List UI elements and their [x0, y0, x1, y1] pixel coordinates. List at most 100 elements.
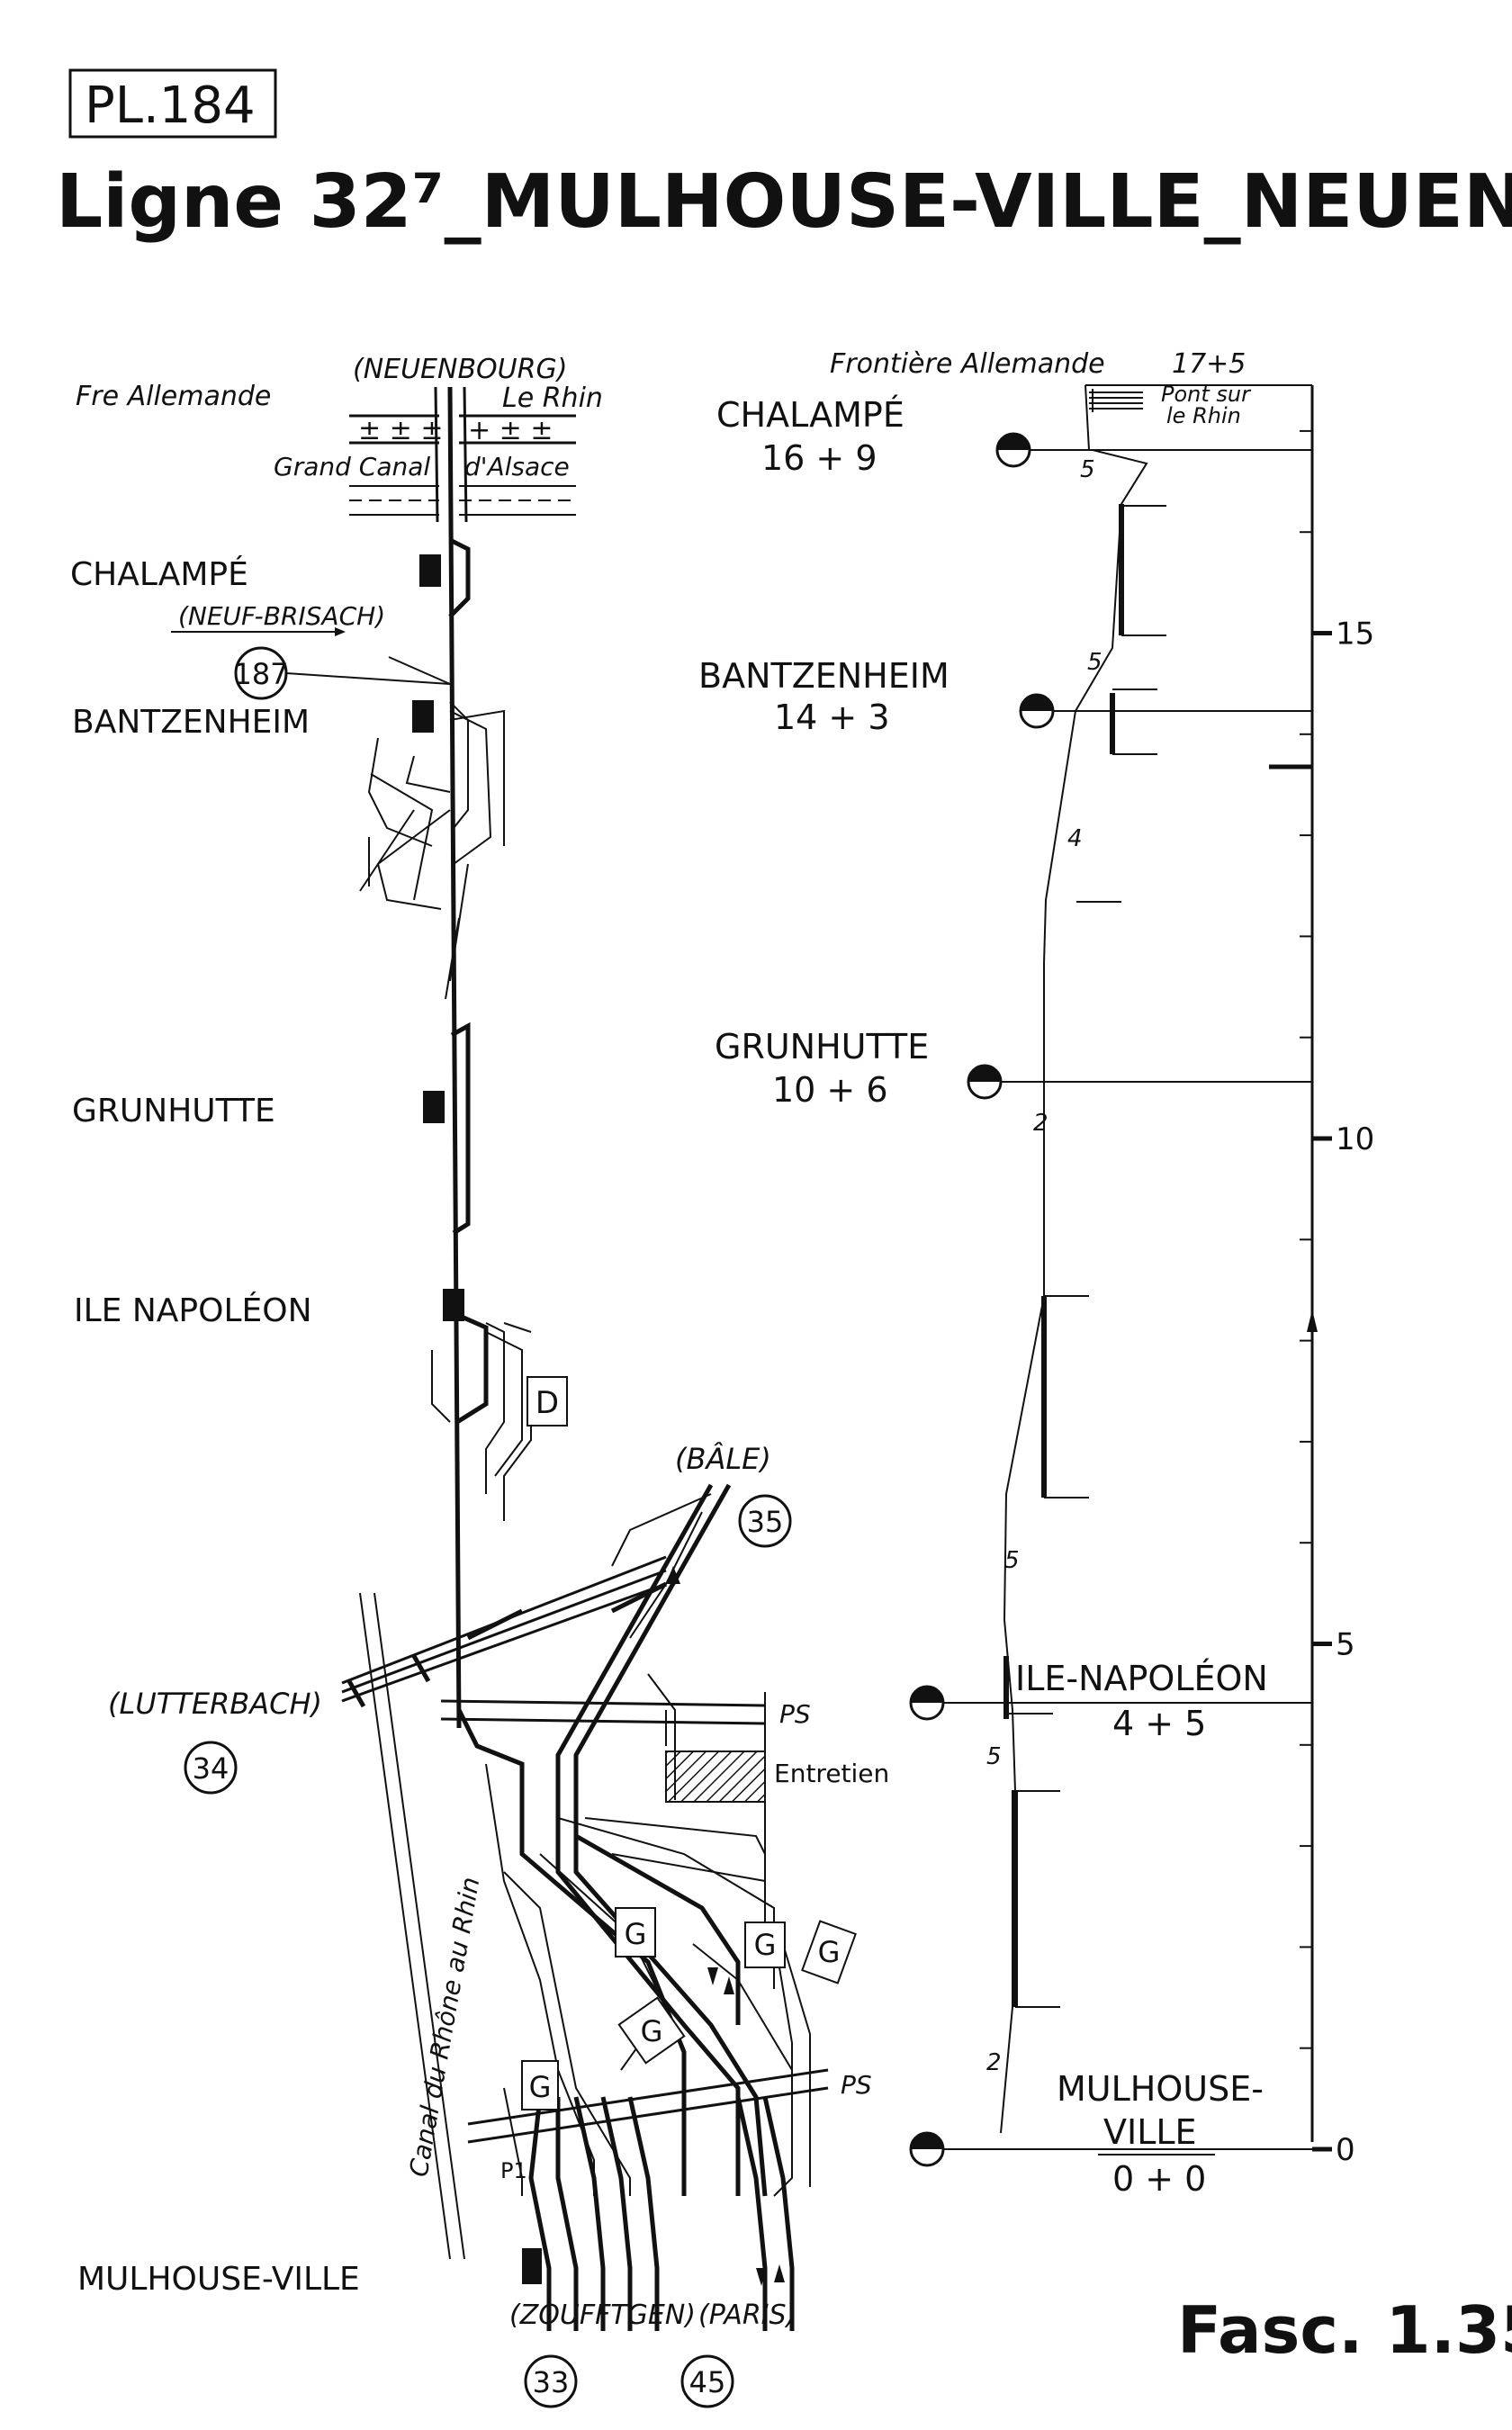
- canal-crossing: [349, 485, 576, 516]
- arrow-up-2: [724, 1976, 734, 1994]
- canal-label-right: d'Alsace: [464, 452, 570, 482]
- km-label: 5: [1336, 1627, 1355, 1663]
- ps-label-upper: PS: [779, 1699, 811, 1729]
- rhine-marks-right: + ± ±: [468, 415, 553, 446]
- profile-km-ile-napoleon: 4 + 5: [1112, 1704, 1206, 1743]
- ps-label-lower: PS: [841, 2070, 872, 2100]
- gradient-profile-line: [1000, 384, 1148, 2134]
- profile-station-bantzenheim: [1019, 693, 1312, 729]
- direction-arrow: [1307, 1310, 1318, 1332]
- goods-shed-5: [521, 2060, 559, 2110]
- rhine-crossing: [349, 414, 576, 445]
- gradient-3: 4: [1067, 825, 1083, 852]
- bale-tracks: [555, 1483, 768, 2197]
- frontier-label: Frontière Allemande: [830, 348, 1105, 380]
- gradient-2: 5: [1087, 649, 1102, 676]
- plate-box: [68, 68, 277, 139]
- neuenbourg-label: (NEUENBOURG): [353, 354, 567, 385]
- goods-label-4: G: [641, 2014, 663, 2048]
- km-label: 0: [1336, 2132, 1355, 2168]
- station-name-chalampe: CHALAMPÉ: [70, 555, 248, 593]
- profile-name-bantzenheim: BANTZENHEIM: [698, 656, 950, 696]
- profile-station-grunhutte: [967, 1064, 1312, 1100]
- canal-label-left: Grand Canal: [274, 452, 430, 482]
- line-ref-45: [680, 2354, 734, 2408]
- station-name-bantzenheim: BANTZENHEIM: [72, 704, 310, 741]
- station-marker-grunhutte: [423, 1091, 445, 1123]
- ps-bridge-upper: [440, 1699, 766, 1725]
- main-track: [447, 386, 462, 1729]
- km-label: 10: [1336, 1121, 1374, 1157]
- goods-label-5: G: [529, 2070, 552, 2104]
- arrow-down-1: [707, 1967, 718, 1985]
- line-ref-187-text: 187: [233, 657, 288, 691]
- bantzenheim-sidings: [359, 701, 505, 1000]
- goods-shed-4: [617, 1996, 686, 2065]
- profile-station-chalampe: [995, 432, 1312, 468]
- plate-number: PL.184: [85, 76, 256, 135]
- loop-ile-napoleon: [454, 1311, 489, 1425]
- km-ticks: [1300, 429, 1332, 2152]
- branch-187-arrow: [388, 656, 451, 685]
- gradient-6: 5: [986, 1743, 1002, 1770]
- station-marker-bantzenheim: [412, 700, 434, 733]
- gradient-7: 2: [986, 2049, 1002, 2076]
- line-ref-35-text: 35: [747, 1505, 784, 1539]
- goods-label-2: G: [754, 1928, 777, 1962]
- arrow-up-paris: [774, 2264, 785, 2282]
- station-name-mulhouse: MULHOUSE-VILLE: [77, 2261, 360, 2298]
- ile-napoleon-sidings: [431, 1322, 532, 1521]
- loop-chalampe: [448, 537, 471, 618]
- goods-shed-2: [744, 1922, 786, 1968]
- station-name-grunhutte: GRUNHUTTE: [72, 1093, 275, 1130]
- line-ref-35: [738, 1494, 792, 1548]
- profile-km-bantzenheim: 14 + 3: [774, 698, 890, 737]
- arrow-head: [335, 627, 346, 636]
- bridge-label-1: Pont sur: [1161, 382, 1252, 407]
- arrow-up-bale: [666, 1566, 680, 1584]
- goods-label-1: G: [625, 1917, 647, 1951]
- fascicle-number: Fasc. 1.35: [1177, 2292, 1512, 2368]
- arrow-down-paris: [756, 2268, 767, 2286]
- zoufftgen-label: (ZOUFFTGEN): [509, 2300, 696, 2331]
- profile-name-ile-napoleon: ILE-NAPOLÉON: [1015, 1659, 1268, 1698]
- ps-bridge-lower: [467, 2068, 829, 2144]
- depot-d-label: D: [536, 1385, 559, 1421]
- goods-shed-3: [801, 1920, 857, 1984]
- page-title: Ligne 32⁷_MULHOUSE-VILLE_NEUENBOURG(BADE…: [56, 159, 1512, 245]
- profile-level-bars: [1004, 504, 1124, 2007]
- border-label: Fre Allemande: [76, 381, 271, 412]
- rhine-marks-left: ± ± ±: [358, 415, 443, 446]
- profile-km-mulhouse: 0 + 0: [1112, 2159, 1206, 2199]
- profile-km-grunhutte: 10 + 6: [772, 1070, 888, 1110]
- profile-name-mulhouse-2: VILLE: [1103, 2112, 1197, 2152]
- profile-km-chalampe: 16 + 9: [761, 438, 878, 478]
- profile-break-ticks: [1008, 505, 1166, 2008]
- rhone-rhine-canal: [359, 1592, 465, 2260]
- gradient-5: 5: [1004, 1547, 1020, 1574]
- line-ref-33-text: 33: [533, 2365, 570, 2399]
- profile-name-chalampe: CHALAMPÉ: [716, 395, 904, 435]
- profile-station-mulhouse: [909, 2131, 1312, 2167]
- bale-label: (BÂLE): [675, 1442, 771, 1476]
- branch-187: [285, 672, 451, 685]
- neuf-brisach-label: (NEUF-BRISACH): [178, 601, 385, 631]
- p1-label: P1: [500, 2158, 527, 2183]
- lutterbach-label: (LUTTERBACH): [108, 1687, 322, 1721]
- line-ref-33: [524, 2354, 578, 2408]
- gradient-1: 5: [1080, 456, 1095, 483]
- station-marker-chalampe: [419, 554, 441, 587]
- maintenance-shed: [665, 1750, 766, 1803]
- profile-name-grunhutte: GRUNHUTTE: [715, 1027, 929, 1066]
- goods-sheds: [521, 1907, 857, 2110]
- line-ref-34-text: 34: [193, 1751, 230, 1786]
- rhine-label: Le Rhin: [502, 382, 603, 414]
- frontier-km: 17+5: [1172, 348, 1246, 380]
- lutterbach-tracks: [341, 1555, 668, 1708]
- goods-label-3: G: [818, 1935, 841, 1969]
- paris-label: (PARIS): [698, 2300, 796, 2331]
- station-marker-mulhouse: [522, 2248, 542, 2284]
